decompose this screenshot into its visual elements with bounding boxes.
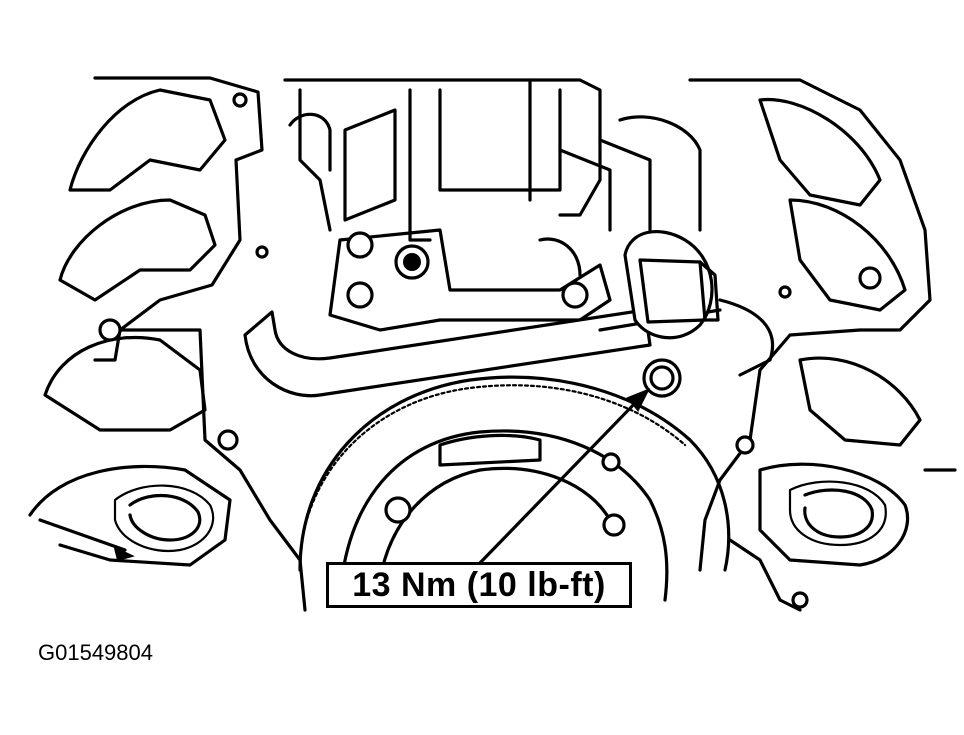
oil-pump-housing xyxy=(328,228,612,332)
right-cylinder-block xyxy=(688,78,957,612)
callout-leader-arrow xyxy=(476,388,651,567)
figure-id: G01549804 xyxy=(38,640,153,665)
torque-callout: 13 Nm (10 lb-ft) xyxy=(326,562,632,608)
flywheel-ring-gear xyxy=(298,375,731,602)
torque-spec-label: 13 Nm (10 lb-ft) xyxy=(352,565,606,604)
pickup-screen xyxy=(623,230,720,398)
center-block xyxy=(283,78,702,242)
